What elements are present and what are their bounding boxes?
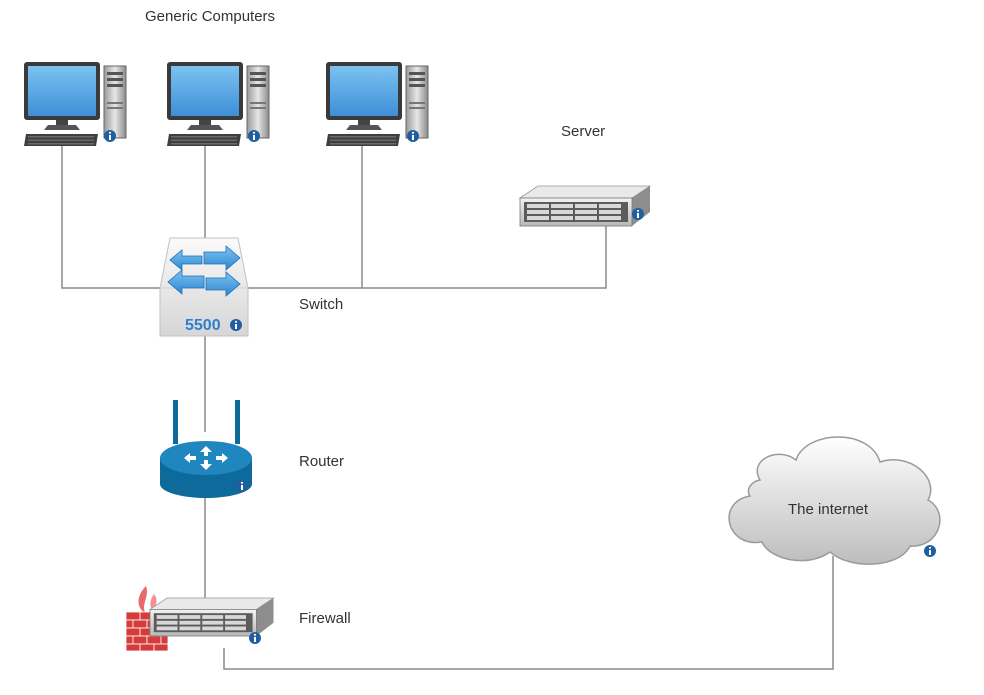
info-icon[interactable] (248, 130, 260, 142)
server-label: Server (561, 123, 606, 140)
firewall[interactable] (125, 586, 274, 652)
server[interactable] (519, 185, 651, 227)
link-pc1-switch (61, 138, 164, 289)
info-icon[interactable] (924, 545, 936, 557)
internet-cloud[interactable] (728, 436, 941, 565)
info-icon[interactable] (230, 319, 242, 331)
router-label: Router (299, 453, 345, 470)
switch-label: Switch (299, 296, 344, 313)
info-icon[interactable] (407, 130, 419, 142)
router[interactable] (160, 400, 252, 498)
router-icon (160, 400, 252, 498)
cloud-icon (728, 436, 941, 565)
internet-label: The internet (788, 501, 869, 518)
switch-model-label: 5500 (185, 317, 221, 334)
info-icon[interactable] (249, 632, 261, 644)
link-firewall-internet (223, 556, 834, 670)
link-switch-server (248, 220, 607, 289)
info-icon[interactable] (632, 208, 644, 220)
server-icon (519, 185, 651, 227)
firewall-icon (125, 586, 274, 652)
info-icon[interactable] (104, 130, 116, 142)
generic-computers-label: Generic Computers (145, 8, 276, 25)
connection-lines (61, 138, 834, 670)
firewall-label: Firewall (299, 610, 351, 627)
switch[interactable] (159, 237, 249, 337)
info-icon[interactable] (236, 480, 248, 492)
